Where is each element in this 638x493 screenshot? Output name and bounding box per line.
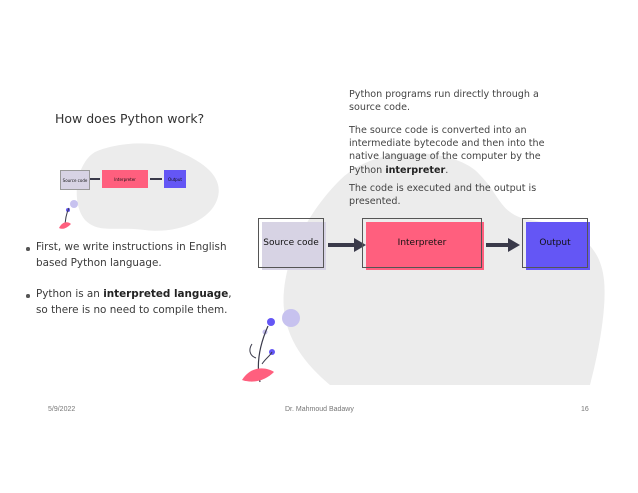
plant-illustration-large [242,309,300,383]
footer-page-number: 16 [581,406,589,413]
small-source-code-label: Source code [62,177,88,183]
bullet-2-prefix: Python is an [36,288,104,300]
slide-title: How does Python work? [55,111,205,126]
description-p2-bold: interpreter [385,164,446,176]
small-diagram: Source code Interpreter Output [60,170,190,190]
small-arrow-1 [90,178,100,180]
footer-date: 5/9/2022 [48,406,76,413]
bullet-1: First, we write instructions in English … [26,240,236,271]
small-interpreter-label: Interpreter [114,176,136,182]
small-output-box: Output [164,170,186,188]
description-p2-suffix: . [445,164,449,176]
description-p1: Python programs run directly through a s… [349,89,539,114]
bullet-2-suffix: , so there is no need to compile them. [36,288,232,316]
plant-illustration-small [59,200,78,229]
description-p2-prefix: The source code is converted into an int… [349,125,545,176]
bullet-1-text: First, we write instructions in English … [36,241,227,269]
small-interpreter-box: Interpreter [102,170,148,188]
bullet-2: Python is an interpreted language, so th… [26,287,236,318]
bullet-2-bold: interpreted language [103,288,229,300]
small-source-code-box: Source code [60,170,90,190]
footer-author: Dr. Mahmoud Badawy [285,406,354,413]
description-p3: The code is executed and the output is p… [349,183,537,208]
small-arrow-2 [150,178,162,180]
small-output-label: Output [168,176,182,182]
description-p2: The source code is converted into an int… [349,124,549,177]
